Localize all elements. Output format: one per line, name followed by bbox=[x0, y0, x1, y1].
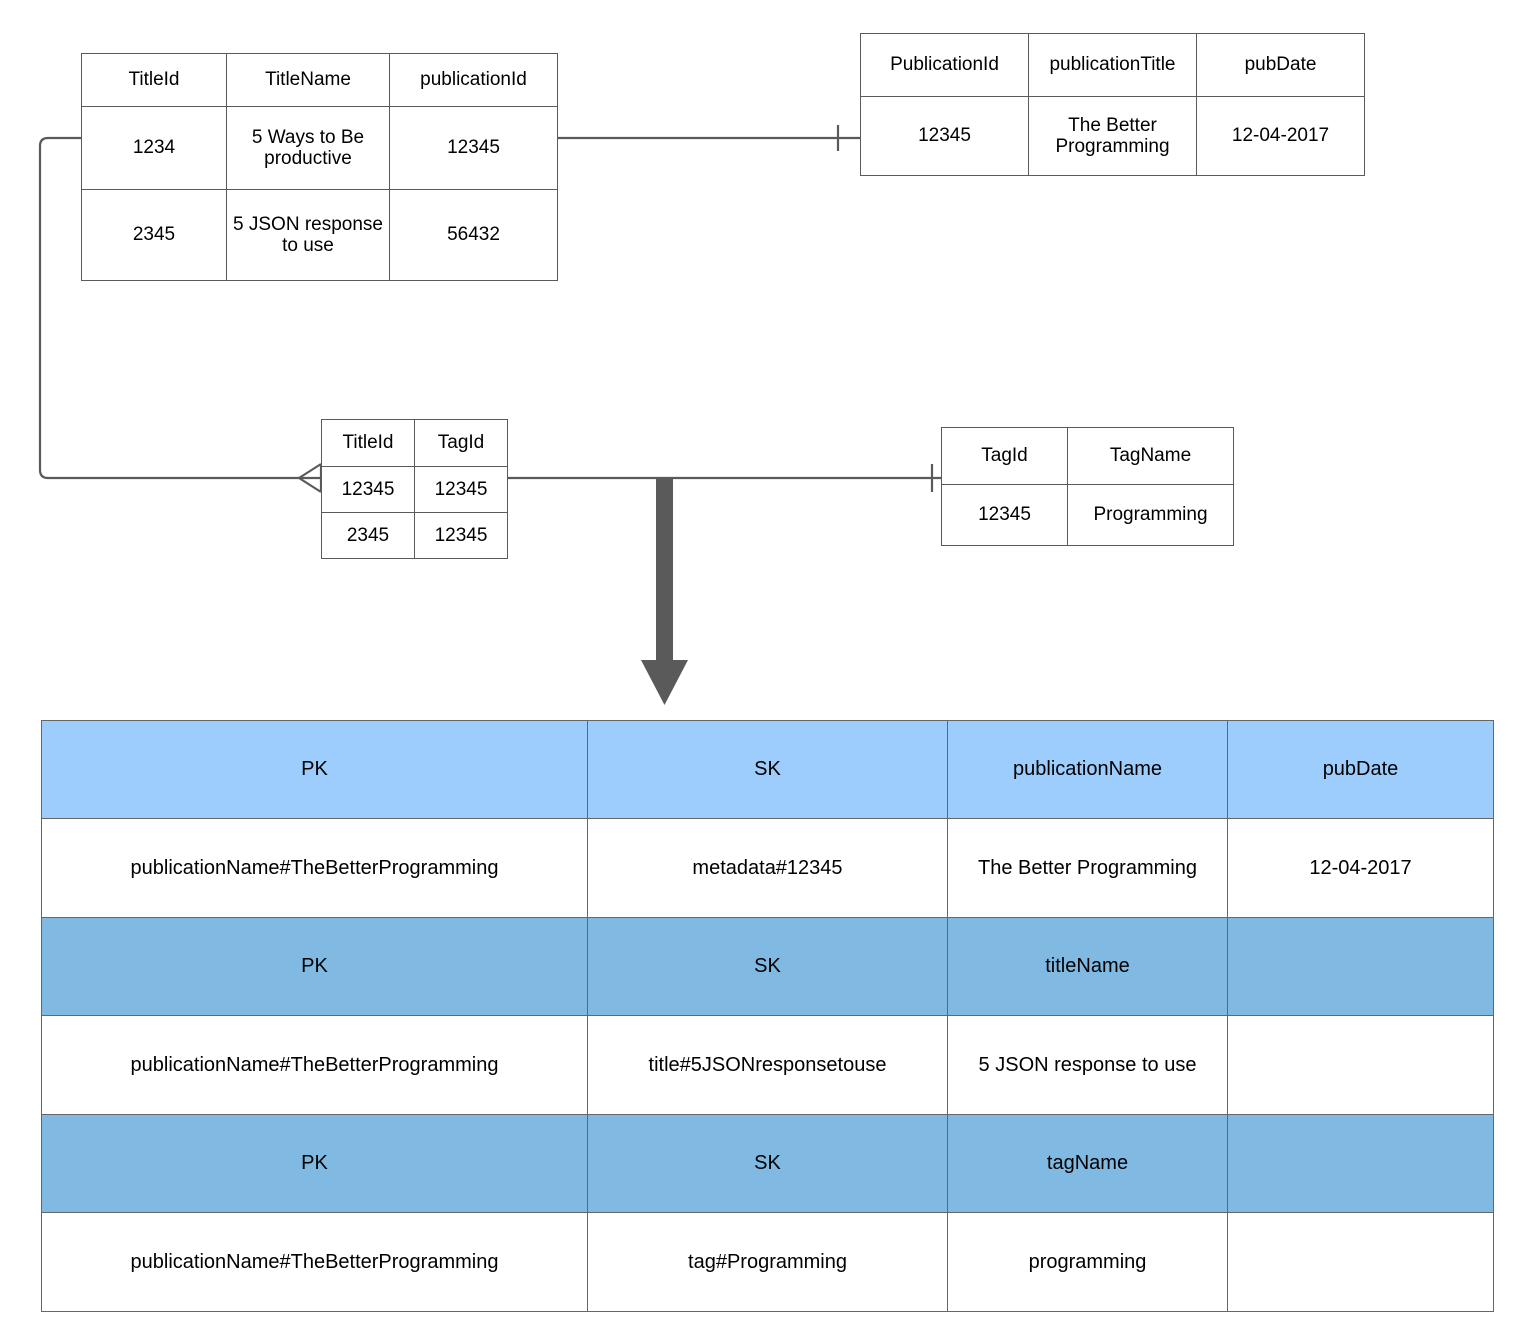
er-table-publication: PublicationId publicationTitle pubDate 1… bbox=[860, 33, 1365, 176]
cell: 12345 bbox=[941, 484, 1068, 546]
cell: Programming bbox=[1067, 484, 1234, 546]
column-header: publicationId bbox=[389, 53, 558, 107]
column-header: TitleName bbox=[226, 53, 390, 107]
cell: 12345 bbox=[389, 106, 558, 190]
table-row: 12345 The Better Programming 12-04-2017 bbox=[860, 96, 1365, 176]
cell-pk: publicationName#TheBetterProgramming bbox=[41, 1015, 588, 1115]
column-header: TagName bbox=[1067, 427, 1234, 485]
cell-sk: metadata#12345 bbox=[587, 818, 948, 918]
column-header-sk: SK bbox=[587, 1114, 948, 1213]
er-table-title: TitleId TitleName publicationId 1234 5 W… bbox=[81, 53, 558, 281]
column-header-empty bbox=[1227, 917, 1494, 1016]
cell: 56432 bbox=[389, 189, 558, 281]
table-row: 1234 5 Ways to Be productive 12345 bbox=[81, 106, 558, 190]
cell: 5 Ways to Be productive bbox=[226, 106, 390, 190]
column-header: TitleId bbox=[321, 419, 415, 467]
single-table-design: PK SK publicationName pubDate publicatio… bbox=[41, 720, 1494, 1312]
cell: 2345 bbox=[81, 189, 227, 281]
column-header: publicationTitle bbox=[1028, 33, 1197, 97]
column-header: pubDate bbox=[1196, 33, 1365, 97]
single-table-data-row: publicationName#TheBetterProgramming tit… bbox=[41, 1015, 1494, 1115]
cell-pk: publicationName#TheBetterProgramming bbox=[41, 818, 588, 918]
single-table-data-row: publicationName#TheBetterProgramming tag… bbox=[41, 1212, 1494, 1312]
table-header-row: PublicationId publicationTitle pubDate bbox=[860, 33, 1365, 97]
cell: 12-04-2017 bbox=[1196, 96, 1365, 176]
cell-sk: tag#Programming bbox=[587, 1212, 948, 1312]
single-table-data-row: publicationName#TheBetterProgramming met… bbox=[41, 818, 1494, 918]
cell-sk: title#5JSONresponsetouse bbox=[587, 1015, 948, 1115]
cell: The Better Programming bbox=[1028, 96, 1197, 176]
column-header-sk: SK bbox=[587, 917, 948, 1016]
relationship-title-publication bbox=[523, 123, 860, 153]
column-header: PublicationId bbox=[860, 33, 1029, 97]
cell: 1234 bbox=[81, 106, 227, 190]
column-header: TagId bbox=[414, 419, 508, 467]
column-header-pk: PK bbox=[41, 1114, 588, 1213]
column-header-attribute: pubDate bbox=[1227, 720, 1494, 819]
table-row: 12345 12345 bbox=[321, 466, 508, 513]
cell-attribute: 5 JSON response to use bbox=[947, 1015, 1228, 1115]
cell: 12345 bbox=[414, 512, 508, 559]
er-table-tag: TagId TagName 12345 Programming bbox=[941, 427, 1234, 546]
single-table-header-row: PK SK publicationName pubDate bbox=[41, 720, 1494, 819]
cell-pk: publicationName#TheBetterProgramming bbox=[41, 1212, 588, 1312]
column-header: TitleId bbox=[81, 53, 227, 107]
cell: 12345 bbox=[414, 466, 508, 513]
cell: 12345 bbox=[321, 466, 415, 513]
transform-down-arrow bbox=[641, 478, 688, 705]
column-header-attribute: titleName bbox=[947, 917, 1228, 1016]
column-header-pk: PK bbox=[41, 917, 588, 1016]
single-table-header-row: PK SK titleName bbox=[41, 917, 1494, 1016]
cell-attribute: The Better Programming bbox=[947, 818, 1228, 918]
single-table-header-row: PK SK tagName bbox=[41, 1114, 1494, 1213]
column-header-attribute: tagName bbox=[947, 1114, 1228, 1213]
column-header-pk: PK bbox=[41, 720, 588, 819]
cell-empty bbox=[1227, 1015, 1494, 1115]
cell: 5 JSON response to use bbox=[226, 189, 390, 281]
cell: 2345 bbox=[321, 512, 415, 559]
table-header-row: TagId TagName bbox=[941, 427, 1234, 485]
cell-empty bbox=[1227, 1212, 1494, 1312]
cell-attribute: 12-04-2017 bbox=[1227, 818, 1494, 918]
table-row: 12345 Programming bbox=[941, 484, 1234, 546]
table-header-row: TitleId TagId bbox=[321, 419, 508, 467]
column-header-empty bbox=[1227, 1114, 1494, 1213]
relationship-titletag-tag bbox=[479, 463, 941, 493]
er-table-title-tag: TitleId TagId 12345 12345 2345 12345 bbox=[321, 419, 508, 559]
cell: 12345 bbox=[860, 96, 1029, 176]
column-header-sk: SK bbox=[587, 720, 948, 819]
table-header-row: TitleId TitleName publicationId bbox=[81, 53, 558, 107]
cell-attribute: programming bbox=[947, 1212, 1228, 1312]
column-header-attribute: publicationName bbox=[947, 720, 1228, 819]
table-row: 2345 12345 bbox=[321, 512, 508, 559]
column-header: TagId bbox=[941, 427, 1068, 485]
table-row: 2345 5 JSON response to use 56432 bbox=[81, 189, 558, 281]
